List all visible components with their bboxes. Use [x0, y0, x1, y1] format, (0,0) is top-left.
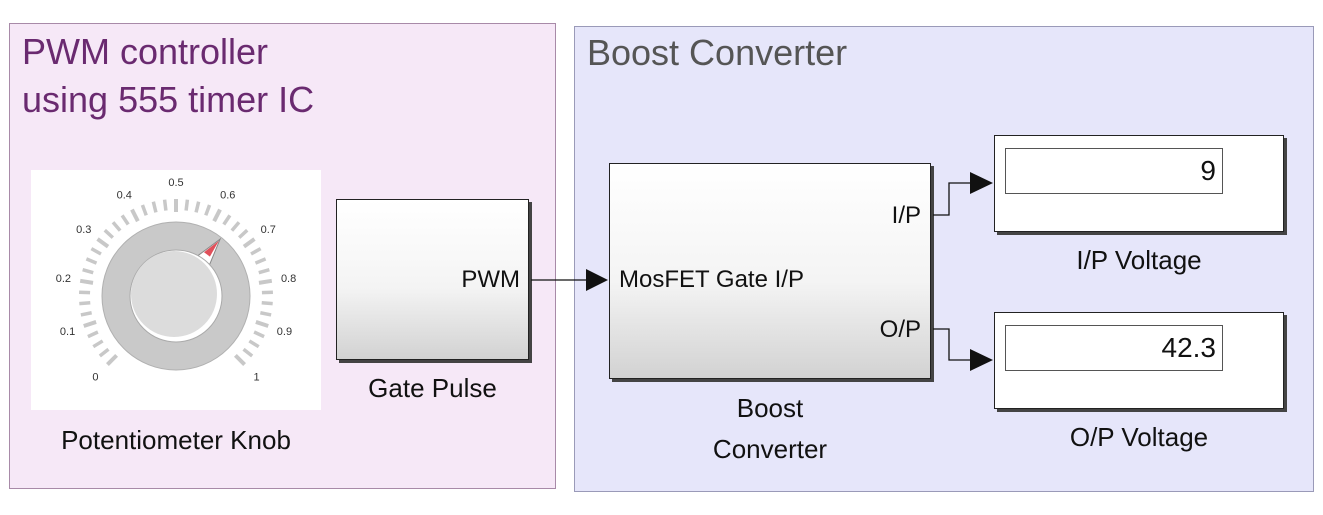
knob-tick-mark — [222, 214, 232, 226]
knob-tick-mark — [260, 311, 272, 317]
knob-tick-mark — [261, 301, 273, 306]
ip-out-port: I/P — [891, 202, 921, 229]
knob-tick-mark — [184, 199, 190, 211]
knob-tick-mark — [111, 221, 122, 232]
knob-dial[interactable]: 0 0.1 0.2 0.3 0.4 0.5 0.6 0.7 0.8 0.9 1 — [31, 170, 321, 410]
knob-tick-mark — [242, 237, 256, 249]
pwm-out-port: PWM — [461, 266, 520, 293]
knob-tick-mark — [237, 228, 249, 239]
knob-tick-mark — [151, 201, 158, 213]
knob-tick-mark — [258, 267, 270, 275]
knob-tick-mark — [120, 214, 130, 226]
knob-tick-label: 0.6 — [220, 189, 235, 201]
knob-tick-label: 0.3 — [76, 224, 91, 236]
knob-tick-mark — [212, 208, 222, 223]
knob-tick-label: 0.4 — [117, 189, 132, 201]
knob-label: Potentiometer Knob — [61, 425, 291, 455]
ip-voltage-display[interactable]: 9 — [994, 135, 1284, 232]
knob-tick-mark — [79, 278, 94, 285]
knob-tick-mark — [258, 278, 273, 285]
knob-tick-mark — [80, 311, 92, 317]
knob-tick-label: 0.7 — [261, 224, 276, 236]
knob-pointer-indicator — [204, 240, 219, 257]
gate-pulse-block[interactable]: PWM — [336, 199, 529, 360]
op-out-port: O/P — [879, 316, 921, 343]
knob-tick-mark — [83, 320, 97, 328]
knob-tick-mark — [103, 228, 115, 239]
knob-tick-mark — [230, 221, 241, 232]
knob-tick-mark — [204, 204, 212, 216]
op-voltage-readout: 42.3 — [1005, 325, 1223, 371]
knob-tick-label: 0.1 — [60, 326, 75, 338]
boost-converter-label: Boost Converter — [712, 393, 828, 464]
op-voltage-display[interactable]: 42.3 — [994, 312, 1284, 409]
knob-tick-label: 0.8 — [281, 273, 296, 285]
knob-tick-mark — [242, 347, 254, 358]
knob-tick-mark — [92, 339, 104, 349]
knob-tick-mark — [255, 320, 269, 328]
knob-tick-mark — [90, 247, 102, 256]
knob-tick-mark — [130, 208, 140, 223]
pwm-area-title: PWM controller using 555 timer IC — [22, 31, 315, 120]
ip-voltage-label: I/P Voltage — [1076, 245, 1202, 275]
knob-tick-mark — [254, 257, 267, 265]
knob-tick-mark — [233, 353, 247, 367]
knob-tick-mark — [85, 257, 98, 265]
knob-tick-mark — [96, 237, 110, 249]
knob-tick-mark — [105, 353, 119, 367]
potentiometer-knob[interactable]: 0 0.1 0.2 0.3 0.4 0.5 0.6 0.7 0.8 0.9 1 — [31, 170, 321, 410]
gate-pulse-label: Gate Pulse — [368, 373, 497, 403]
knob-tick-label: 0.2 — [56, 273, 71, 285]
knob-tick-mark — [87, 330, 99, 339]
knob-tick-mark — [79, 301, 91, 306]
knob-tick-mark — [194, 201, 201, 213]
knob-inner-disc[interactable] — [131, 251, 217, 337]
knob-tick-mark — [253, 330, 265, 339]
boost-area-title: Boost Converter — [587, 32, 848, 73]
knob-tick-label: 0.9 — [277, 326, 292, 338]
knob-tick-mark — [162, 199, 168, 211]
knob-tick-mark — [248, 339, 260, 349]
boost-converter-block[interactable]: MosFET Gate I/P I/P O/P — [609, 163, 931, 379]
knob-tick-mark — [98, 347, 110, 358]
knob-tick-mark — [250, 247, 262, 256]
op-voltage-label: O/P Voltage — [1069, 422, 1209, 452]
knob-tick-label: 1 — [254, 372, 260, 384]
knob-tick-mark — [82, 267, 94, 275]
mosfet-gate-in-port: MosFET Gate I/P — [619, 266, 804, 293]
knob-tick-label: 0 — [92, 372, 98, 384]
knob-tick-mark — [140, 204, 148, 216]
knob-tick-label: 0.5 — [168, 177, 183, 189]
ip-voltage-readout: 9 — [1005, 148, 1223, 194]
